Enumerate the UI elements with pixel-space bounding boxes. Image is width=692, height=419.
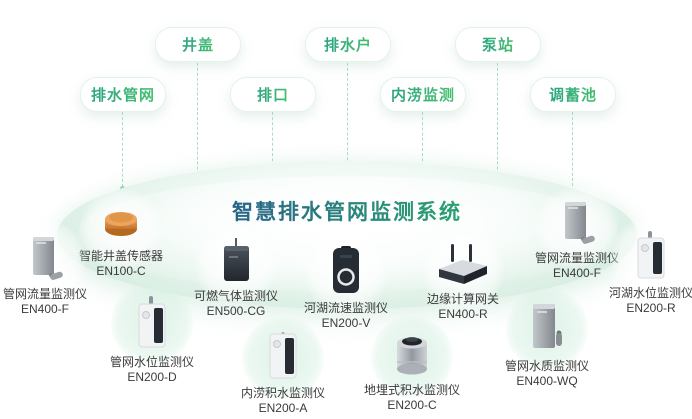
pill-label: 井盖 [182,34,214,55]
device-model: EN100-C [96,264,146,278]
system-title: 智慧排水管网监测系统 [57,196,637,226]
pill-label: 排水管网 [91,84,155,105]
device-name: 河湖流速监测仪 [303,301,388,315]
device-name: 河湖水位监测仪 [608,286,692,300]
connector-line [120,112,125,191]
device-flow-velocity-monitor: 河湖流速监测仪 EN200-V [278,232,414,331]
device-model: EN400-R [438,307,488,321]
device-model: EN200-V [321,316,371,330]
device-name: 管网水质监测仪 [504,359,589,373]
device-edge-gateway: 边缘计算网关 EN400-R [395,229,531,322]
buried-water-monitor-icon [397,337,427,375]
manhole-cover-icon [105,212,137,236]
device-model: EN500-CG [206,304,266,318]
device-name: 智能井盖传感器 [78,249,163,263]
device-waterlogging-monitor: 内涝积水监测仪 EN200-A [215,317,351,416]
device-water-quality-monitor: 管网水质监测仪 EN400-WQ [479,288,615,389]
device-model: EN200-D [127,370,177,384]
pill-label: 调蓄池 [549,84,597,105]
river-level-monitor-icon [637,231,665,279]
device-pipe-flow-monitor-right: 管网流量监测仪 EN400-F [509,186,645,281]
pipe-flow-monitor-icon [33,237,63,280]
pill-drainage-network: 排水管网 [80,77,166,112]
pill-label: 内涝监测 [391,84,455,105]
pill-pump-station: 泵站 [455,27,541,62]
device-name: 管网水位监测仪 [109,355,194,369]
device-name: 管网流量监测仪 [534,251,619,265]
pill-label: 排水户 [324,34,372,55]
device-name: 管网流量监测仪 [2,287,87,301]
pipe-level-monitor-icon [138,296,166,348]
pipe-flow-monitor-icon [565,202,595,244]
pill-manhole-cover: 井盖 [155,27,241,62]
pill-storage-tank: 调蓄池 [530,77,616,112]
device-model: EN400-F [552,266,602,280]
waterlogging-monitor-icon [269,332,297,379]
device-pipe-level-monitor: 管网水位监测仪 EN200-D [84,282,220,385]
device-model: EN200-R [626,301,676,315]
connector-line [570,112,575,200]
device-name: 地埋式积水监测仪 [363,383,460,397]
device-name: 内涝积水监测仪 [240,386,325,400]
device-gas-monitor: 可燃气体监测仪 EN500-CG [168,224,304,319]
pill-waterlogging-monitoring: 内涝监测 [380,77,466,112]
gas-monitor-icon [224,238,249,281]
device-smart-manhole-sensor: 智能井盖传感器 EN100-C [53,188,189,279]
device-river-level-monitor: 河湖水位监测仪 EN200-R [583,217,692,316]
flow-velocity-monitor-icon [333,246,359,293]
device-buried-water-monitor: 地埋式积水监测仪 EN200-C [344,316,480,413]
pill-label: 排口 [257,84,289,105]
water-quality-monitor-icon [533,304,562,348]
pill-label: 泵站 [482,34,514,55]
device-model: EN200-A [258,401,308,415]
device-pipe-flow-monitor-left: 管网流量监测仪 EN400-F [0,220,113,317]
device-model: EN200-C [387,398,437,412]
device-model: EN400-F [20,302,70,316]
device-name: 边缘计算网关 [426,292,499,306]
device-model: EN400-WQ [516,374,578,388]
pill-outfall: 排口 [230,77,316,112]
pill-drainage-household: 排水户 [305,27,391,62]
device-name: 可燃气体监测仪 [193,289,278,303]
edge-gateway-icon [439,244,487,284]
